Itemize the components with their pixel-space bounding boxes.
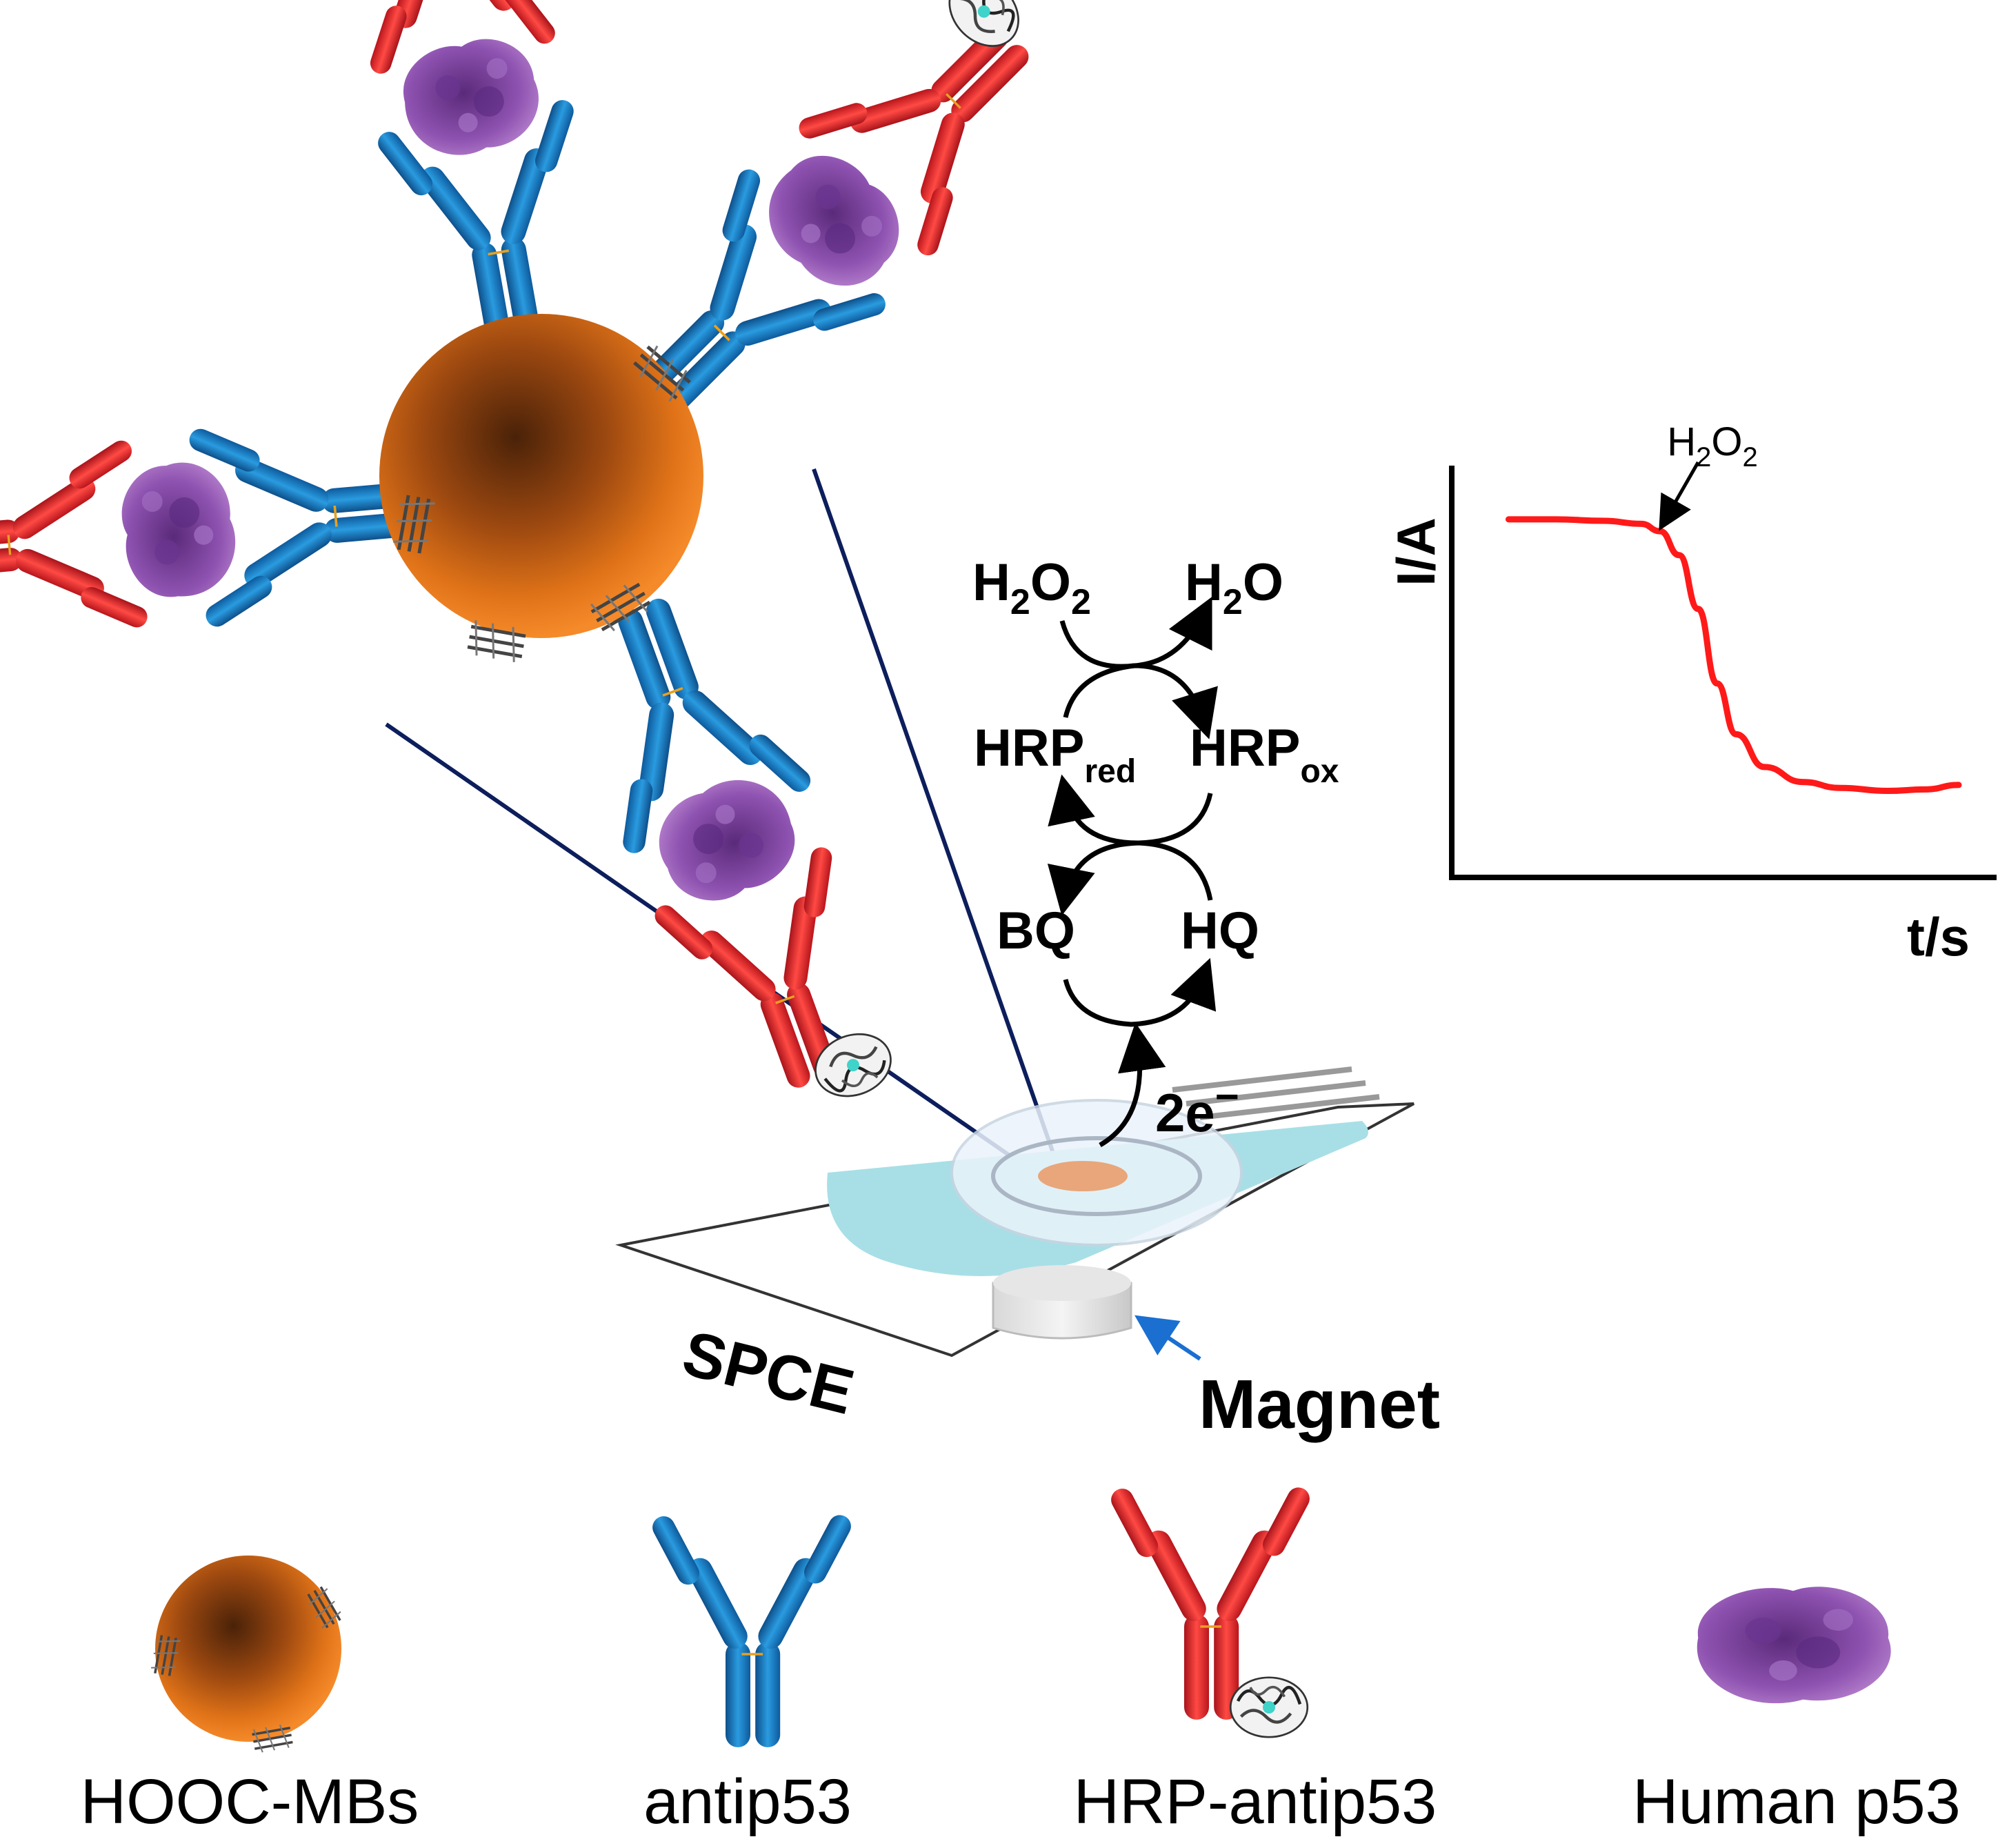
cycle-arrow bbox=[1063, 663, 1218, 739]
immunocomplex-top-left bbox=[319, 0, 615, 362]
magnet-label: Magnet bbox=[1199, 1366, 1440, 1443]
amperogram: I/A t/s H2O2 bbox=[1386, 419, 1997, 967]
legend-icon-human-p53 bbox=[1697, 1587, 1891, 1704]
immunocomplex-bottom bbox=[544, 569, 921, 1143]
h2o2-injection-label: H2O2 bbox=[1667, 419, 1758, 473]
electron-arrow bbox=[1099, 1022, 1166, 1148]
spce-label: SPCE bbox=[676, 1318, 861, 1428]
working-electrode bbox=[1038, 1161, 1128, 1191]
x-axis-label: t/s bbox=[1907, 906, 1970, 967]
h2o2-injection-arrow bbox=[1659, 461, 1700, 531]
cycle-arrow bbox=[1063, 957, 1217, 1027]
current-trace bbox=[1505, 516, 1962, 795]
redox-cycle: H2O2 H2O HRPred HRPox BQ HQ bbox=[972, 553, 1339, 1027]
magnetic-bead-assembly bbox=[0, 0, 1107, 1175]
bq-label: BQ bbox=[997, 902, 1075, 960]
hq-label: HQ bbox=[1181, 902, 1259, 960]
legend-icon-antip53 bbox=[647, 1509, 857, 1749]
h2o-label: H2O bbox=[1185, 553, 1283, 622]
hrp-red-label: HRPred bbox=[974, 719, 1136, 790]
legend-icon-bead bbox=[149, 1556, 346, 1755]
legend bbox=[149, 1482, 1891, 1755]
electrode-ring bbox=[991, 1136, 1202, 1216]
zoom-line-right bbox=[812, 468, 1057, 1160]
legend-label-human-p53: Human p53 bbox=[1632, 1767, 1961, 1837]
hrp-ox-label: HRPox bbox=[1190, 719, 1339, 790]
legend-icon-hrp-antip53 bbox=[1106, 1482, 1315, 1738]
electrode-contacts bbox=[1172, 1066, 1380, 1120]
cycle-arrow bbox=[1047, 840, 1213, 916]
cycle-arrow bbox=[1048, 774, 1213, 846]
magnet-top bbox=[993, 1265, 1131, 1301]
legend-label-hooc-mbs: HOOC-MBs bbox=[80, 1767, 419, 1837]
electrons-label: 2e− bbox=[1155, 1073, 1239, 1143]
legend-label-hrp-antip53: HRP-antip53 bbox=[1073, 1767, 1437, 1837]
magnetic-bead bbox=[379, 314, 703, 638]
h2o2-label: H2O2 bbox=[972, 553, 1091, 622]
legend-label-antip53: antip53 bbox=[643, 1767, 852, 1837]
screen-printed-electrode: 2e− SPCE Magnet bbox=[615, 1022, 1440, 1443]
y-axis-label: I/A bbox=[1386, 517, 1446, 586]
immunocomplex-left bbox=[0, 406, 437, 658]
magnet-arrow bbox=[1135, 1315, 1201, 1361]
